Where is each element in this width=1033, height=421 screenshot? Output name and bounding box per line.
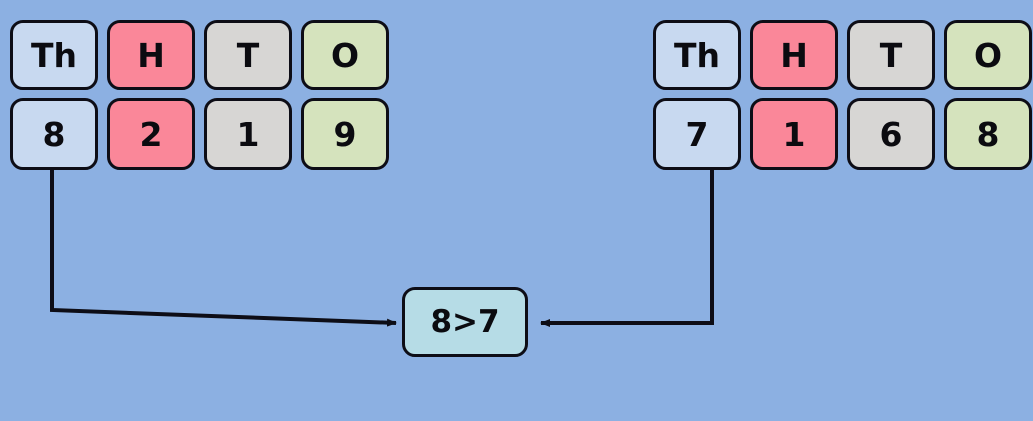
right-digit-tens: 6	[847, 98, 935, 170]
right-digit-hundreds: 1	[750, 98, 838, 170]
left-digit-ones: 9	[301, 98, 389, 170]
comparison-result-box: 8>7	[402, 287, 528, 357]
left-digit-row: 8 2 1 9	[10, 98, 398, 170]
left-header-row: Th H T O	[10, 20, 398, 90]
left-digit-thousands: 8	[10, 98, 98, 170]
right-digit-row: 7 1 6 8	[653, 98, 1033, 170]
left-header-tens: T	[204, 20, 292, 90]
right-digit-ones: 8	[944, 98, 1032, 170]
right-connector-arrow	[540, 170, 714, 327]
left-header-ones: O	[301, 20, 389, 90]
right-header-thousands: Th	[653, 20, 741, 90]
right-header-tens: T	[847, 20, 935, 90]
left-connector-arrow	[50, 170, 397, 327]
right-digit-thousands: 7	[653, 98, 741, 170]
right-header-ones: O	[944, 20, 1032, 90]
left-header-thousands: Th	[10, 20, 98, 90]
right-header-row: Th H T O	[653, 20, 1033, 90]
left-header-hundreds: H	[107, 20, 195, 90]
comparison-result-label: 8>7	[430, 304, 500, 340]
left-digit-hundreds: 2	[107, 98, 195, 170]
left-digit-tens: 1	[204, 98, 292, 170]
right-header-hundreds: H	[750, 20, 838, 90]
